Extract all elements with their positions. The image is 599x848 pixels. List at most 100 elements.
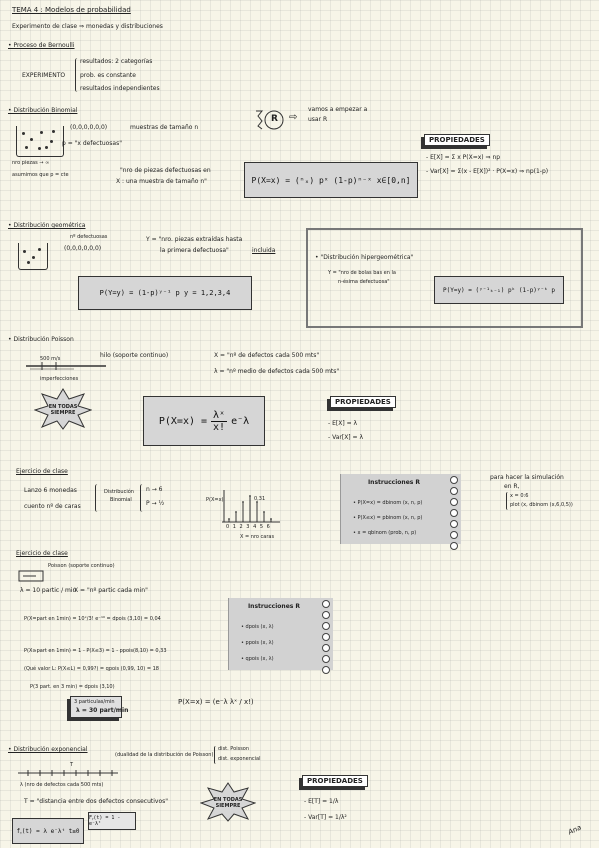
- exponential-density-formula: fᵧ(t) = λ e⁻λᵗ t≥0: [12, 818, 84, 844]
- binomial-props-var: - Var[X] = Σ(x - E[X])² · P(X=x) ⇒ np(1-…: [426, 168, 549, 175]
- poisson-star-text: EN TODAS SIEMPRE: [48, 404, 78, 416]
- sim-note-brace: [506, 492, 510, 510]
- exercise2-line-2: P(X≥part en 1min) = 1 - P(X≤3) = 1 - ppo…: [24, 648, 167, 654]
- exercise1-dist2: Binomial: [110, 497, 132, 503]
- exercise2-line-1: P(X=part en 1min) = 10ˣ/3! e⁻¹⁰ = dpois …: [24, 616, 161, 622]
- exercise1-n: n → 6: [146, 486, 163, 493]
- sim-note-2: en R,: [504, 483, 520, 490]
- exercise1-axis-label: X = nro caras: [240, 534, 275, 540]
- poisson-lambda-def: λ = "nº medio de defectos cada 500 mts": [214, 368, 340, 375]
- geometric-formula: P(Y=y) = (1-p)ʸ⁻¹ p y = 1,2,3,4: [78, 276, 252, 310]
- binomial-muestras: muestras de tamaño n: [130, 124, 199, 131]
- binomial-props-e: - E[X] = Σ x P(X=x) ⇒ np: [426, 154, 501, 161]
- exercise1-p: P → ½: [146, 500, 165, 507]
- bernoulli-brace: [75, 58, 80, 92]
- poisson-formula: P(X=x) = λˣ x! e⁻λ: [143, 396, 265, 446]
- poisson-imperfecciones: imperfecciones: [40, 376, 79, 382]
- instr2-box: Instrucciones R • dpois (x, λ) • ppois (…: [228, 598, 333, 674]
- instr2-item-3: • qpois (x, λ): [241, 656, 274, 662]
- poisson-formula-den: x!: [213, 421, 226, 433]
- binomial-p-def: p = "x defectuosas": [62, 140, 122, 147]
- binomial-x-def-1: "nro de piezas defectuosas en: [120, 167, 211, 174]
- sim-note-1: para hacer la simulación: [490, 474, 564, 481]
- geometric-bucket-label: nº defectuosas: [70, 234, 108, 240]
- poisson-fraction: λˣ x!: [211, 409, 228, 433]
- exponential-axis-caption: λ (nro de defectos cada 500 mts): [20, 782, 104, 788]
- bernoulli-item-1: resultados: 2 categorías: [80, 58, 153, 65]
- instr1-item-1: • P(X=x) = dbinom (x, n, p): [353, 500, 423, 506]
- r-note-1: vamos a empezar a: [308, 106, 368, 113]
- exercise1-brace: [95, 484, 100, 512]
- exponential-props-var: - Var[T] = 1/λ²: [304, 814, 347, 821]
- exercise2-thread-icon: [18, 570, 44, 582]
- exponential-cdf-formula: Fᵧ(t) = 1 - e⁻λᵗ: [88, 812, 136, 830]
- exercise2-lambda: λ = 10 partic / min: [20, 587, 77, 594]
- exponential-t-def: T = "distancia entre dos defectos consec…: [24, 798, 169, 805]
- arrow-right-icon: ⇨: [289, 112, 298, 123]
- hypergeometric-title: • "Distribución hipergeométrica": [315, 254, 414, 261]
- sim-note-case-2: plot (x, dbinom (x,6,0,5)): [510, 502, 573, 508]
- binomial-piezas: nro piezas → ∞: [12, 160, 50, 166]
- geometric-y-def-2: la primera defectuosa": [160, 247, 229, 254]
- r-logo-letter: R: [271, 114, 278, 124]
- exercise2-x-def: X = "nº partic cada min": [74, 587, 148, 594]
- instr1-title: Instrucciones R: [367, 479, 421, 486]
- bernoulli-item-3: resultados independientes: [80, 85, 160, 92]
- poisson-props-label: PROPIEDADES: [330, 396, 396, 408]
- exercise2-poisson-label: Poisson (soporte continuo): [48, 563, 115, 569]
- exercise2-line-3: (Qué valor L: P(X≤L) = 0,99?) = qpois (0…: [24, 666, 159, 672]
- exercise2-title: Ejercicio de clase: [16, 550, 68, 557]
- exercise2-sticky: 3 particulas/min λ = 30 part/min: [70, 696, 128, 718]
- poisson-formula-num: λˣ: [211, 409, 228, 422]
- poisson-title: • Distribución Poisson: [8, 336, 74, 343]
- poisson-formula-left: P(X=x) =: [158, 415, 208, 427]
- page-subtitle: Experimento de clase ⇒ monedas y distrib…: [12, 23, 163, 30]
- exponential-brace: [214, 746, 218, 764]
- binomial-title: • Distribución Binomial: [8, 107, 78, 114]
- binomial-sample-seq: (0,0,0,0,0,0): [70, 124, 108, 131]
- signature: Ana: [566, 823, 583, 837]
- exercise2-sticky-1: 3 particulas/min: [74, 699, 115, 705]
- spiral-rings-icon-2: [322, 600, 332, 677]
- exercise2-sticky-2: λ = 30 part/min: [76, 707, 129, 714]
- bernoulli-title: • Proceso de Bernoulli: [8, 42, 75, 49]
- instr1-item-2: • P(X≤x) = pbinom (x, n, p): [353, 515, 423, 521]
- hypergeometric-y-def-2: n-ésima defectuosa": [338, 279, 390, 285]
- star-badge-icon-2: [200, 782, 256, 822]
- exponential-star-text: EN TODAS SIEMPRE: [213, 797, 243, 809]
- instr2-item-2: • ppois (x, λ): [241, 640, 274, 646]
- page-title: TEMA 4 : Modelos de probabilidad: [12, 6, 131, 14]
- poisson-props-e: - E[X] = λ: [328, 420, 358, 427]
- exponential-tick-label: T: [70, 762, 74, 768]
- r-note-2: usar R: [308, 116, 328, 123]
- binomial-formula: P(X=x) = (ⁿₓ) pˣ (1-p)ⁿ⁻ˣ x∈[0,n]: [244, 162, 418, 198]
- geometric-y-def-1: Y = "nro. piezas extraídas hasta: [146, 236, 243, 243]
- poisson-thread-icon: [26, 362, 106, 370]
- poisson-formula-right: e⁻λ: [231, 415, 250, 427]
- bucket-icon: [16, 126, 64, 157]
- instr1-box: Instrucciones R • P(X=x) = dbinom (x, n,…: [340, 474, 461, 550]
- binomial-props-label: PROPIEDADES: [424, 134, 490, 146]
- exercise1-line1: Lanzo 6 monedas: [24, 487, 77, 494]
- exercise1-line2: cuento nº de caras: [24, 503, 81, 510]
- poisson-props-var: - Var[X] = λ: [328, 434, 364, 441]
- exercise1-dist1: Distribución: [104, 489, 134, 495]
- exercise1-axis-ticks: 0 1 2 3 4 5 6: [226, 524, 271, 530]
- exercise2-side-formula: P(X=x) = (e⁻λ λˣ / x!): [178, 698, 254, 706]
- binomial-asumimos: asumimos que p = cte: [12, 172, 69, 178]
- poisson-length: 500 m/s: [40, 356, 61, 362]
- instr1-item-3: • x = qbinom (prob, n, p): [353, 530, 417, 536]
- bernoulli-item-2: prob. es constante: [80, 72, 136, 79]
- hypergeometric-formula: P(Y=y) = (ʸ⁻¹ₖ₋₁) pᵏ (1-p)ʸ⁻ᵏ p: [434, 276, 564, 304]
- geometric-incluida: incluida: [252, 247, 276, 254]
- spiral-rings-icon: [450, 476, 460, 553]
- hypergeometric-y-def-1: Y = "nro de bolas bas en la: [328, 270, 396, 276]
- exponential-title: • Distribución exponencial: [8, 746, 88, 753]
- sim-note-case-1: x = 0:6: [510, 493, 529, 499]
- exponential-axis: [18, 770, 118, 776]
- exponential-dual-b: dist. exponencial: [218, 756, 261, 762]
- exercise1-px: P(X=x): [206, 497, 224, 503]
- exponential-props-e: - E[T] = 1/λ: [304, 798, 339, 805]
- exercise2-line-4: P(3 part. en 3 min) = dpois (3,10): [30, 684, 115, 690]
- exercise1-title: Ejercicio de clase: [16, 468, 68, 475]
